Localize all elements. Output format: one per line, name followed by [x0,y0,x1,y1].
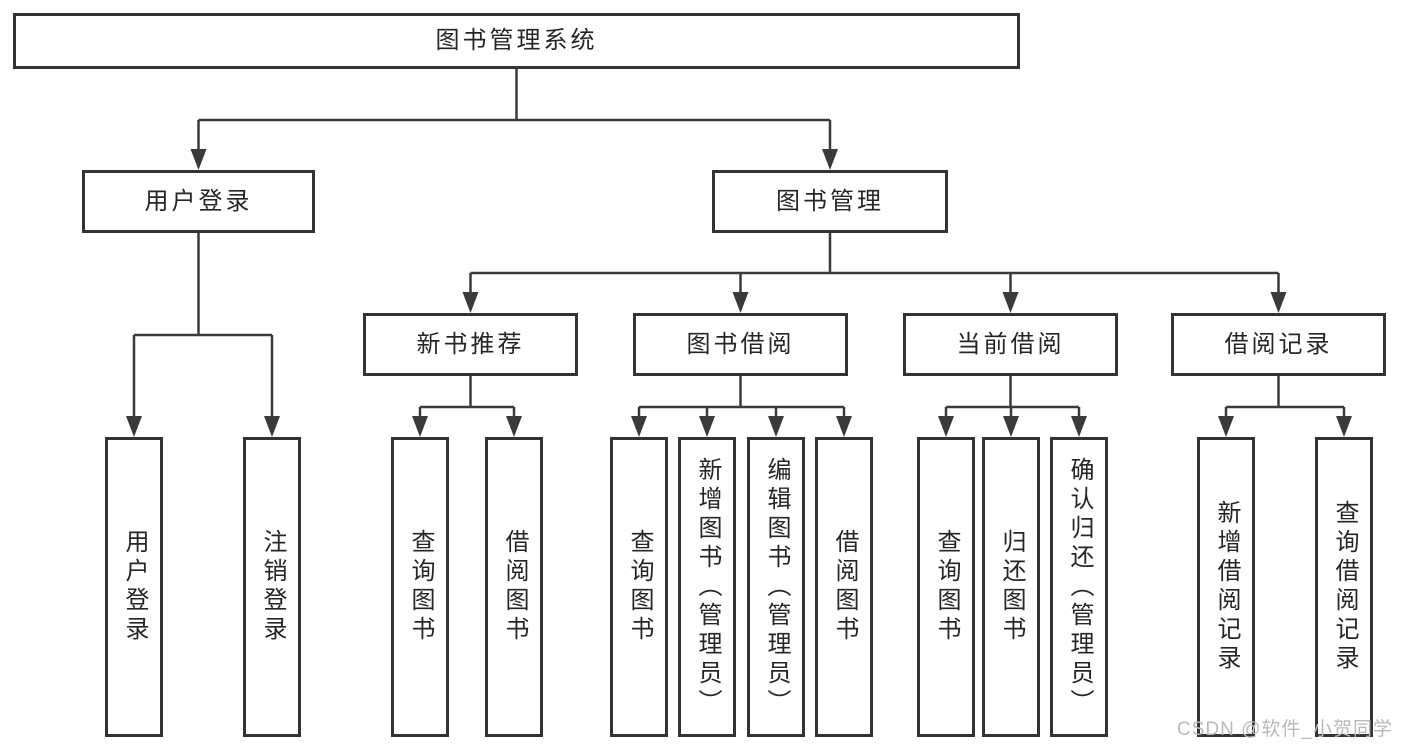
arrowhead-icon [1002,292,1019,313]
watermark: CSDN @软件_小贺同学 [1177,719,1393,740]
arrowhead-icon [264,416,280,437]
leaf-return-books: 归还图书 [982,437,1040,737]
node-borrowing-records: 借阅记录 [1171,313,1386,376]
node-new-book-recommend: 新书推荐 [363,313,578,376]
leaf-confirm-return-admin: 确认归还（管理员） [1050,437,1108,737]
arrowhead-icon [1071,416,1087,437]
leaf-borrow-books-borrowing: 借阅图书 [815,437,873,737]
arrowhead-icon [190,149,207,170]
leaf-query-books-borrowing: 查询图书 [610,437,668,737]
arrowhead-icon [938,416,954,437]
arrowhead-icon [1270,292,1287,313]
arrowhead-icon [768,416,784,437]
node-book-borrowing: 图书借阅 [633,313,848,376]
arrowhead-icon [732,292,749,313]
arrowhead-icon [1218,416,1234,437]
arrowhead-icon [1336,416,1352,437]
leaf-add-borrow-record: 新增借阅记录 [1197,437,1255,737]
leaf-query-books-recommend: 查询图书 [391,437,449,737]
node-current-borrowing: 当前借阅 [903,313,1118,376]
leaf-query-borrow-record: 查询借阅记录 [1315,437,1373,737]
leaf-add-book-admin: 新增图书（管理员） [678,437,736,737]
arrowhead-icon [836,416,852,437]
arrowhead-icon [1003,416,1019,437]
leaf-query-books-current: 查询图书 [917,437,975,737]
arrowhead-icon [462,292,479,313]
arrowhead-icon [822,149,838,170]
arrowhead-icon [506,416,522,437]
node-user-login: 用户登录 [82,170,315,233]
arrowhead-icon [126,416,142,437]
leaf-logout: 注销登录 [243,437,301,737]
arrowhead-icon [699,416,715,437]
arrowhead-icon [412,416,428,437]
node-root: 图书管理系统 [13,13,1020,69]
node-book-management: 图书管理 [712,170,948,233]
arrowhead-icon [631,416,647,437]
leaf-user-login: 用户登录 [105,437,163,737]
leaf-borrow-books-recommend: 借阅图书 [485,437,543,737]
leaf-edit-book-admin: 编辑图书（管理员） [747,437,805,737]
